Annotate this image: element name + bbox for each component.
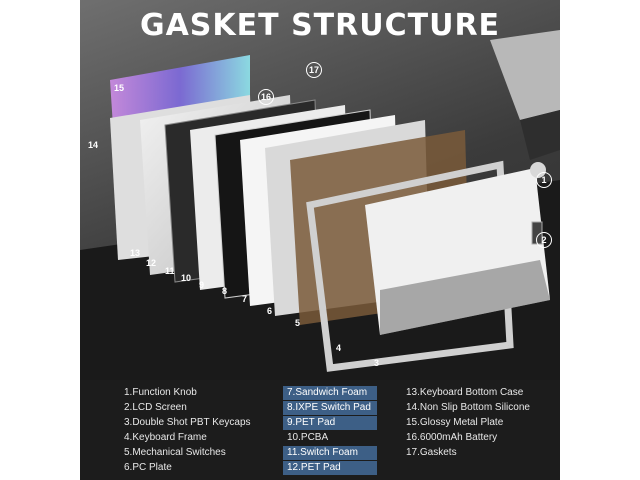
infographic: GASKET STRUCTURE 15 14 17 16 13 12 11 10… — [80, 0, 560, 480]
callout-4: 4 — [336, 343, 342, 353]
laptop — [490, 30, 560, 120]
callout-8: 8 — [222, 286, 228, 296]
legend-item: 4.Keyboard Frame — [124, 432, 207, 443]
callout-3: 3 — [374, 358, 380, 368]
callout-9: 9 — [199, 280, 205, 290]
page-title: GASKET STRUCTURE — [139, 8, 501, 43]
callout-12: 12 — [146, 258, 157, 268]
legend-item-highlight: 9.PET Pad — [283, 416, 377, 430]
callout-15: 15 — [114, 83, 125, 93]
keycaps-shadow — [380, 260, 550, 335]
layer-keycaps — [365, 168, 550, 335]
callout-1: 1 — [536, 172, 552, 188]
legend-item: 1.Function Knob — [124, 387, 197, 398]
legend-item: 15.Glossy Metal Plate — [406, 417, 504, 428]
callout-7: 7 — [242, 294, 248, 304]
legend-item-highlight: 7.Sandwich Foam — [283, 386, 377, 400]
legend-item: 2.LCD Screen — [124, 402, 187, 413]
legend-item: 13.Keyboard Bottom Case — [406, 387, 524, 398]
legend-item: 5.Mechanical Switches — [124, 447, 226, 458]
callout-6: 6 — [267, 306, 273, 316]
legend-item: 14.Non Slip Bottom Silicone — [406, 402, 530, 413]
callout-14: 14 — [88, 140, 99, 150]
exploded-keyboard-illustration — [80, 30, 560, 380]
legend-item: 3.Double Shot PBT Keycaps — [124, 417, 251, 428]
callout-2: 2 — [536, 232, 552, 248]
laptop-keyboard — [520, 110, 560, 160]
legend-item: 16.6000mAh Battery — [406, 432, 498, 443]
legend-item-highlight: 8.IXPE Switch Pad — [283, 401, 377, 415]
callout-5: 5 — [295, 318, 301, 328]
legend-item: 10.PCBA — [287, 432, 329, 443]
callout-10: 10 — [181, 273, 192, 283]
callout-16: 16 — [258, 89, 274, 105]
callout-11: 11 — [165, 266, 175, 276]
callout-13: 13 — [130, 248, 141, 258]
legend-item-highlight: 12.PET Pad — [283, 461, 377, 475]
legend-item: 6.PC Plate — [124, 462, 172, 473]
callout-17: 17 — [306, 62, 322, 78]
layer-frame — [306, 160, 514, 372]
parts-legend: 1.Function Knob 2.LCD Screen 3.Double Sh… — [80, 380, 560, 480]
legend-item-highlight: 11.Switch Foam — [283, 446, 377, 460]
legend-item: 17.Gaskets — [406, 447, 457, 458]
